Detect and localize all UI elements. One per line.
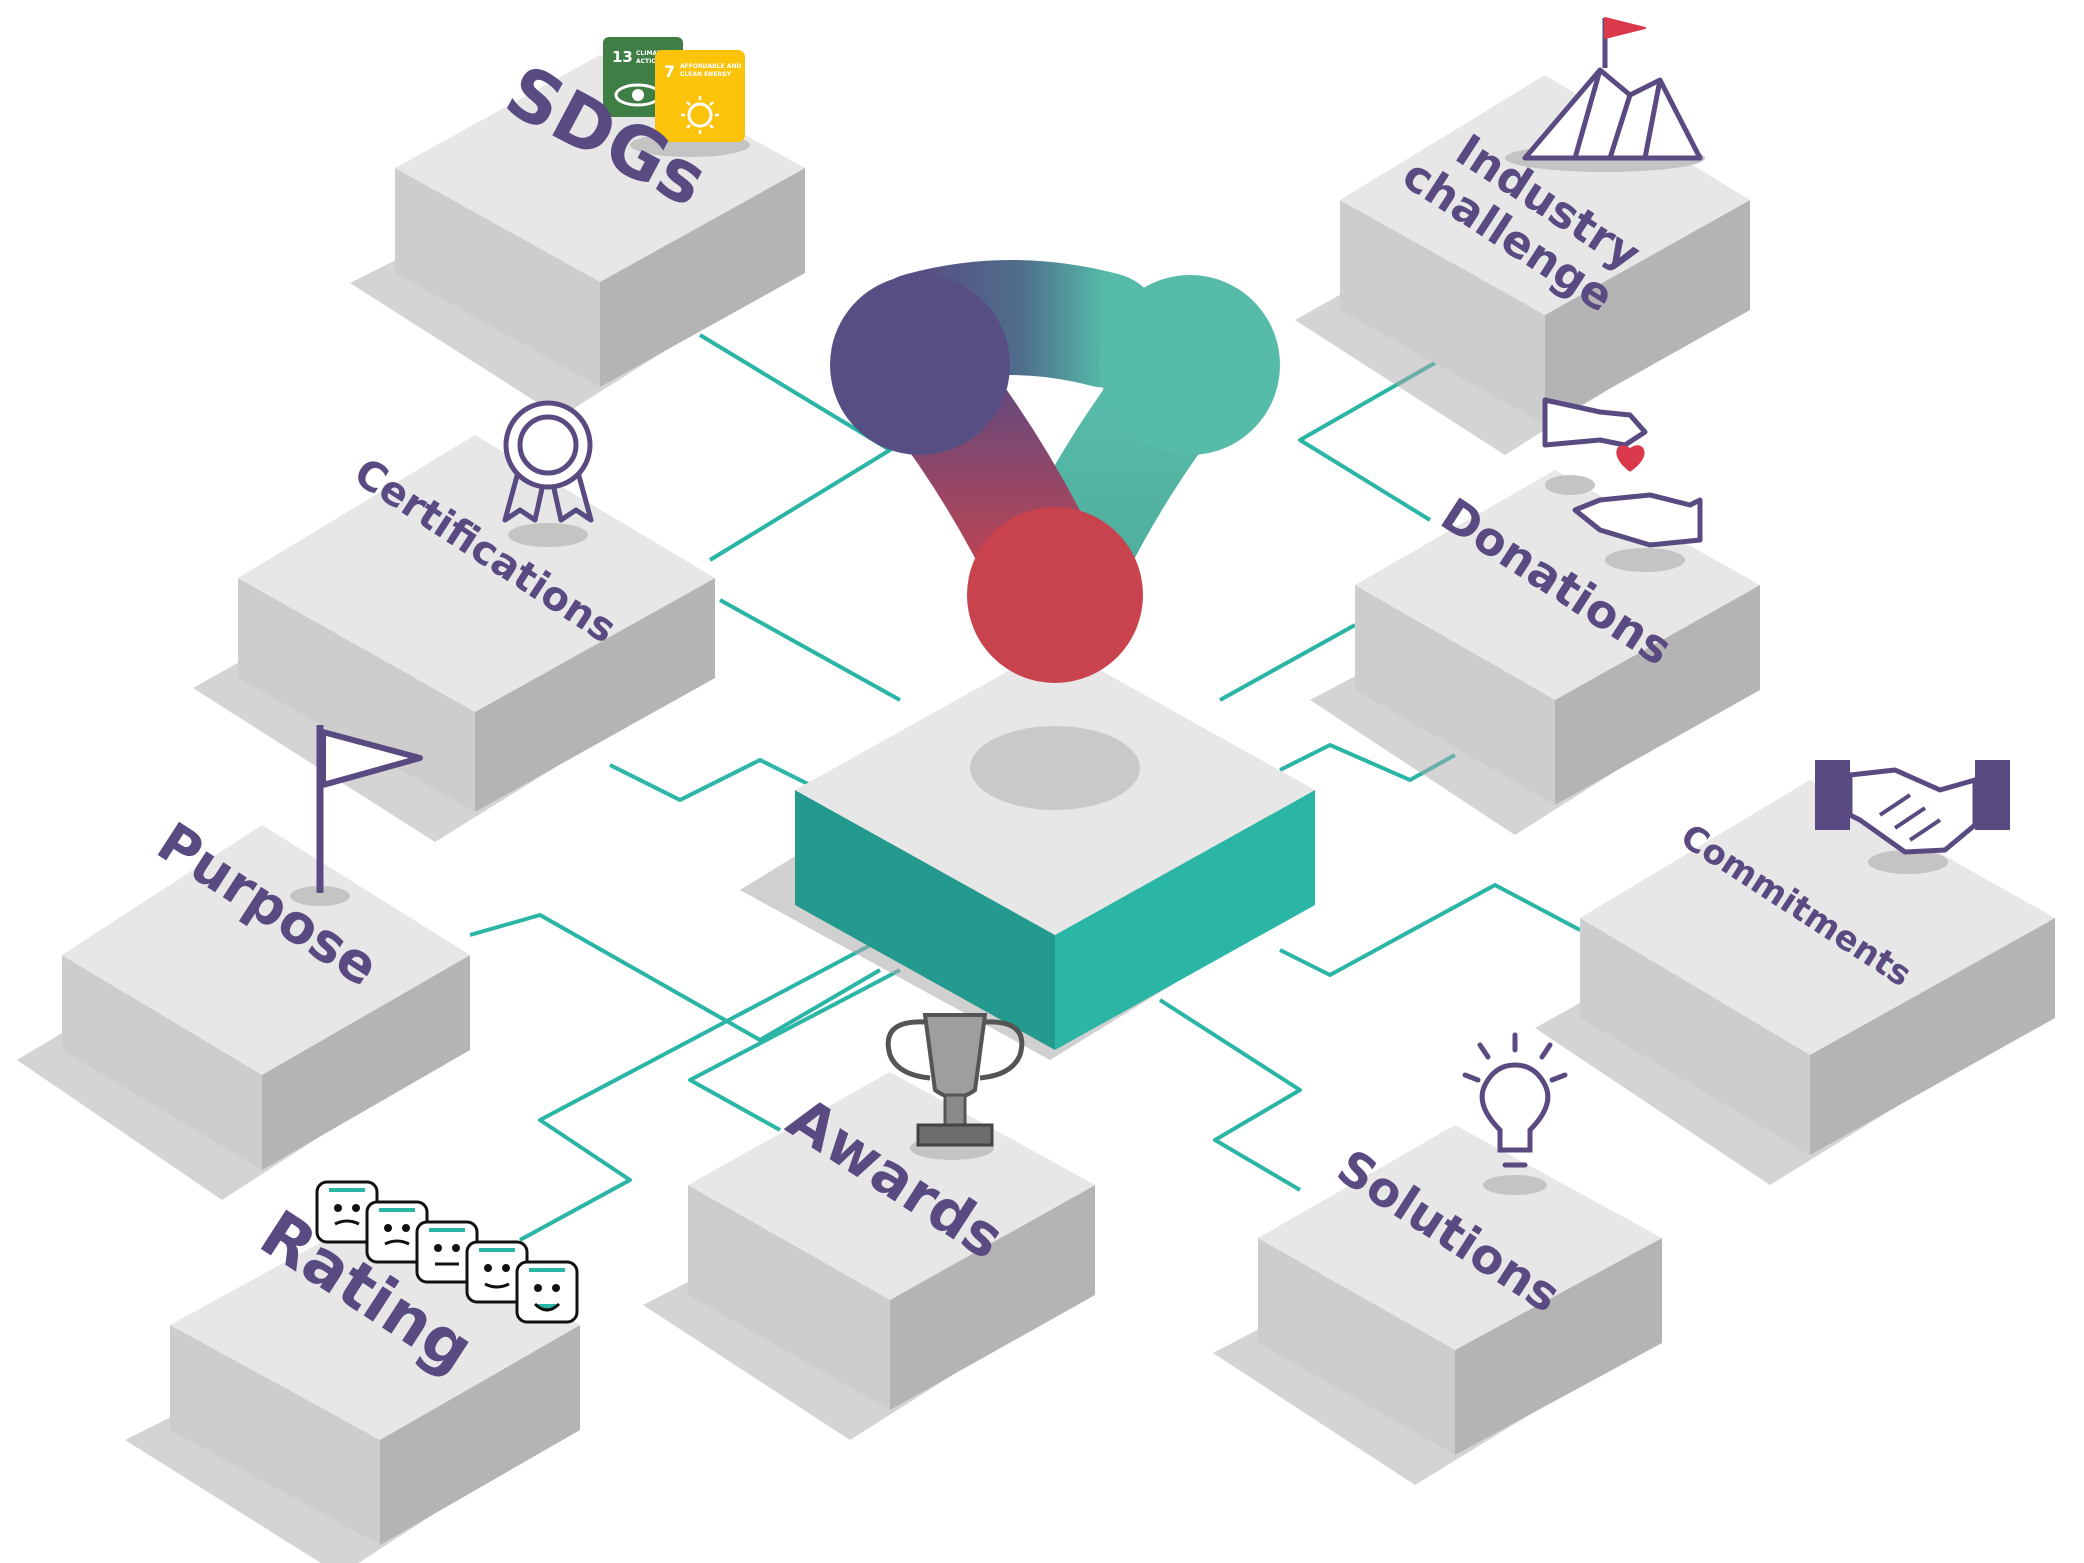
link-donations xyxy=(1219,623,1356,702)
node-block-solutions xyxy=(1213,1125,1662,1485)
trophy-icon xyxy=(885,1013,1025,1160)
sdg-7-number: 7 xyxy=(664,62,675,81)
awards-side-right xyxy=(890,1185,1095,1410)
donations-top xyxy=(1355,470,1760,700)
mountain-flag-icon xyxy=(1505,17,1705,172)
link-sdgs xyxy=(698,333,892,562)
awards-side-left xyxy=(688,1185,890,1410)
rating-face-3 xyxy=(415,1220,479,1284)
link-awards xyxy=(688,968,901,1132)
node-block-donations xyxy=(1310,470,1760,835)
node-block-certifications xyxy=(193,435,715,842)
solutions-side-left xyxy=(1258,1238,1455,1455)
link-solutions xyxy=(1158,998,1302,1192)
rating-face-4 xyxy=(465,1240,529,1304)
rating-side-left xyxy=(170,1325,380,1545)
link-purpose xyxy=(469,913,882,1042)
center-hub-side-right xyxy=(1055,790,1315,1050)
rating-face-5 xyxy=(515,1260,579,1324)
solutions-top xyxy=(1258,1125,1662,1350)
sun-power-icon xyxy=(687,102,713,128)
donations-side-left xyxy=(1355,585,1555,805)
link-industry xyxy=(1298,358,1441,522)
sdgs-side-left xyxy=(395,168,600,387)
award-ribbon-icon xyxy=(502,400,594,547)
donations-side-right xyxy=(1555,585,1760,805)
stakeholder-network-logo-icon xyxy=(830,260,1280,683)
certifications-side-right xyxy=(475,578,715,812)
sdg-13-line2: ACTION xyxy=(636,58,662,65)
sdg-13-line1: CLIMATE xyxy=(636,50,665,57)
purpose-side-left xyxy=(62,955,262,1170)
sdg-13-number: 13 xyxy=(612,48,633,66)
center-hub-side-left xyxy=(795,790,1055,1050)
center-hub-socket xyxy=(970,726,1140,810)
emoji-faces-scale-icon xyxy=(315,1180,579,1324)
sdg-7-line1: AFFORDABLE AND xyxy=(680,63,741,70)
handshake-icon xyxy=(1815,760,2010,874)
link-certifications-low xyxy=(609,758,841,802)
solutions-side-right xyxy=(1455,1238,1662,1455)
purpose-top xyxy=(62,825,470,1075)
link-certifications xyxy=(719,598,901,702)
purpose-side-right xyxy=(262,955,470,1170)
sdgs-side-right xyxy=(600,168,805,387)
node-block-industry xyxy=(1295,75,1750,455)
sdg-7-line2: CLEAN ENERGY xyxy=(680,71,732,78)
commitments-side-left xyxy=(1580,918,1810,1155)
commitments-side-right xyxy=(1810,918,2055,1155)
node-block-purpose xyxy=(17,825,470,1200)
industry-side-right xyxy=(1545,200,1750,425)
certifications-side-left xyxy=(238,578,475,812)
industry-side-left xyxy=(1340,200,1545,425)
flag-icon xyxy=(290,725,423,906)
industry-top xyxy=(1340,75,1750,315)
link-commitments xyxy=(1279,883,1581,977)
giving-hands-heart-icon xyxy=(1542,397,1703,572)
commitments-top xyxy=(1580,780,2055,1055)
link-rating xyxy=(519,938,881,1242)
sdg-goal-tiles-icon: 13 CLIMATE ACTION 7 AFFORDABLE AND CLEAN… xyxy=(603,37,750,157)
certifications-top xyxy=(238,435,715,712)
node-block-commitments xyxy=(1535,780,2055,1185)
rating-side-right xyxy=(380,1325,580,1545)
center-hub xyxy=(740,645,1315,1060)
lightbulb-icon xyxy=(1462,1032,1568,1195)
